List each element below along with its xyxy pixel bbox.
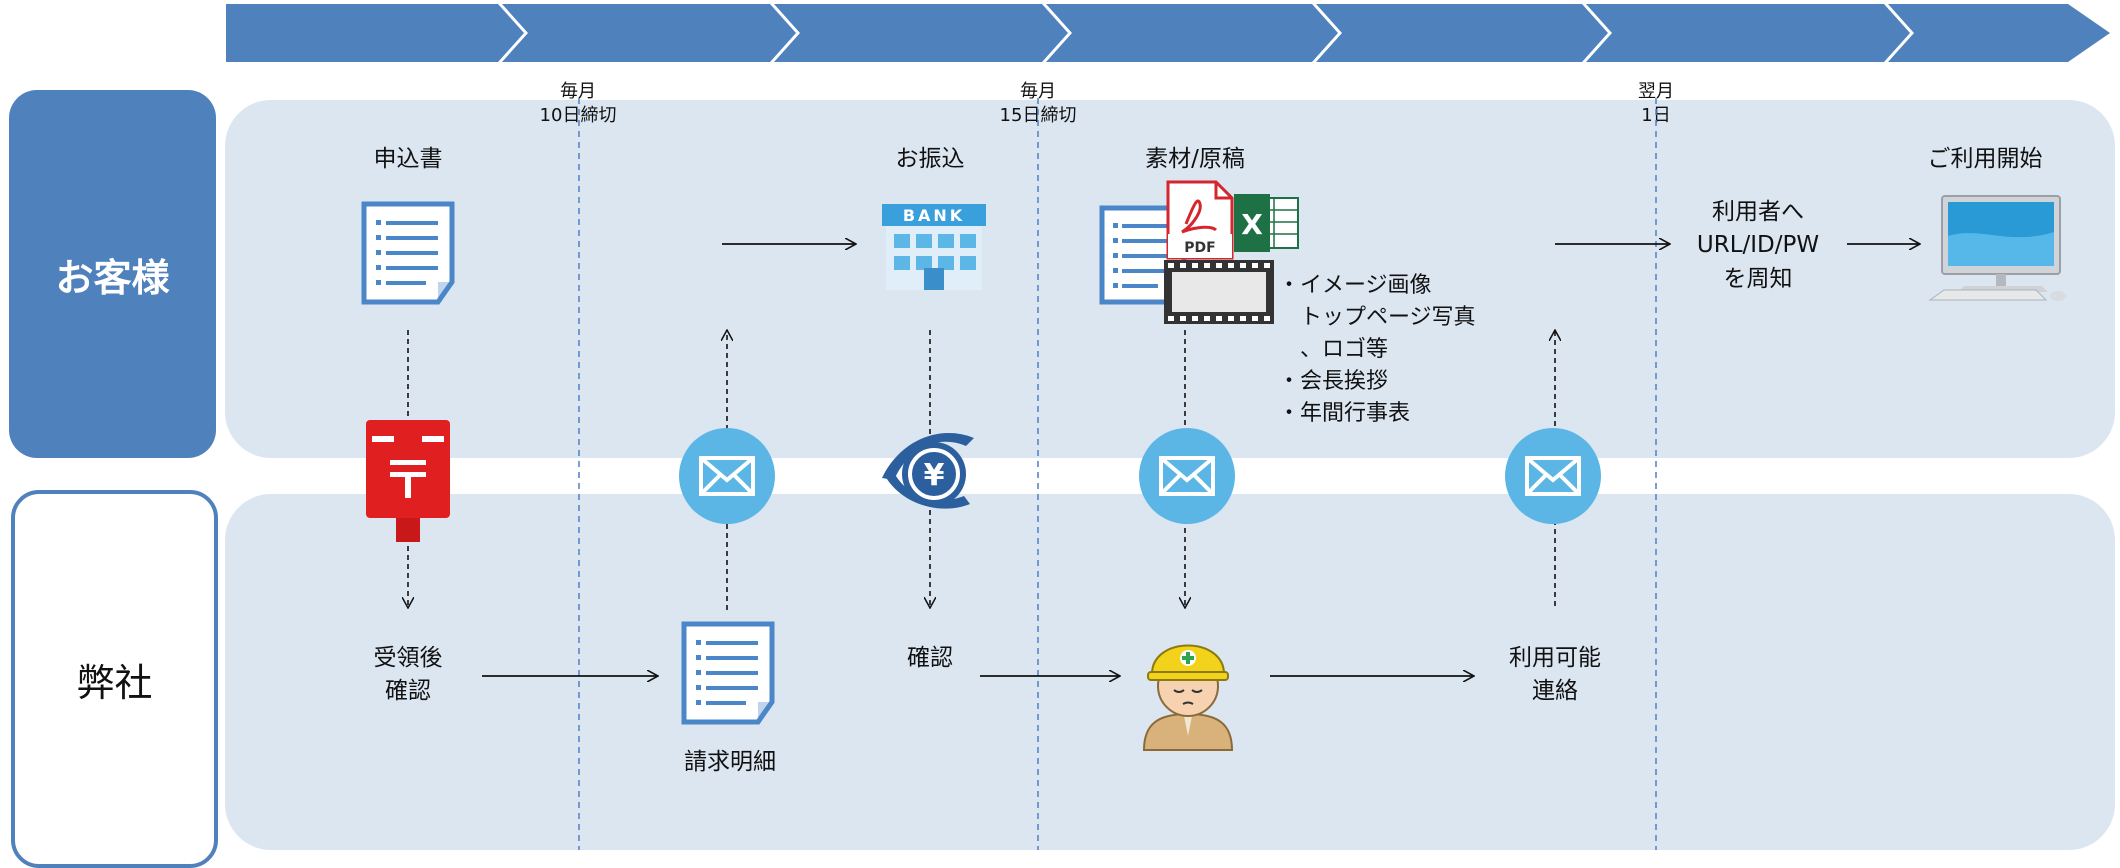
materials-item-4: ・会長挨拶	[1278, 368, 1389, 394]
flow-diagram: BANK	[361, 98, 2066, 850]
mail-icon-2	[1139, 428, 1235, 524]
notify-users-label: 利用者へ URL/ID/PW を周知	[1668, 196, 1848, 296]
film-strip-icon	[1164, 260, 1274, 324]
invoice-document-icon	[681, 621, 775, 725]
materials-list: ・イメージ画像 トップページ写真 、ロゴ等 ・会長挨拶 ・年間行事表	[1278, 270, 1476, 429]
chevron-4	[1046, 4, 1338, 62]
chevron-6	[1586, 4, 1910, 62]
worker-bowing-icon	[1142, 644, 1234, 751]
chevron-5	[1316, 4, 1608, 62]
company-lane-label: 弊社	[11, 490, 218, 868]
materials-item-2: トップページ写真	[1278, 304, 1476, 330]
application-document-icon	[361, 201, 455, 305]
confirm-label: 確認	[907, 645, 953, 671]
deadline-10th: 毎月 10日締切	[528, 80, 628, 129]
bank-icon-text: BANK	[903, 206, 965, 225]
materials-item-1: ・イメージ画像	[1278, 273, 1432, 298]
company-lane-text: 弊社	[76, 660, 153, 705]
receipt-confirm-label: 受領後 確認	[348, 642, 468, 709]
deadline-15th: 毎月 15日締切	[988, 80, 1088, 129]
receipt-line1: 受領後	[373, 645, 443, 671]
process-chevron-bar	[226, 4, 2110, 62]
notify-line1: 利用者へ	[1712, 199, 1804, 225]
materials-label: 素材/原稿	[1145, 146, 1245, 172]
receipt-line2: 確認	[385, 678, 431, 705]
invoice-label: 請求明細	[684, 749, 776, 775]
customer-lane-text: お客様	[55, 255, 170, 300]
pdf-icon-text: PDF	[1184, 240, 1215, 256]
excel-icon-text: X	[1241, 208, 1263, 241]
notify-line3: を周知	[1723, 265, 1793, 292]
start-label: ご利用開始	[1927, 146, 2043, 172]
pc-monitor-icon	[1928, 195, 2066, 301]
pdf-file-icon: PDF	[1166, 180, 1234, 260]
bank-icon: BANK	[882, 204, 986, 290]
chevron-3	[774, 4, 1068, 62]
yen-payment-icon: ¥	[882, 432, 974, 509]
notify-line2: URL/ID/PW	[1696, 232, 1820, 259]
deadline-next-month-line1: 翌月	[1638, 81, 1674, 102]
materials-item-5: ・年間行事表	[1278, 400, 1411, 426]
excel-file-icon: X	[1234, 194, 1299, 252]
deadline-10th-line1: 毎月	[560, 81, 596, 102]
deadline-next-month: 翌月 1日	[1606, 80, 1706, 129]
materials-item-3: 、ロゴ等	[1278, 336, 1389, 362]
deadline-10th-line2: 10日締切	[539, 105, 617, 127]
chevron-7	[1888, 4, 2110, 62]
mail-icon-3	[1505, 428, 1601, 524]
transfer-label: お振込	[895, 146, 965, 172]
chevron-2	[502, 4, 796, 62]
yen-icon-text: ¥	[924, 458, 945, 493]
available-line2: 連絡	[1532, 678, 1578, 705]
available-notice-label: 利用可能 連絡	[1480, 642, 1630, 709]
deadline-15th-line2: 15日締切	[999, 105, 1077, 127]
postbox-icon	[366, 420, 450, 542]
chevron-1	[226, 4, 524, 62]
deadline-15th-line1: 毎月	[1020, 81, 1056, 102]
deadline-next-month-line2: 1日	[1641, 105, 1671, 127]
mail-icon-1	[679, 428, 775, 524]
customer-lane-label: お客様	[9, 90, 216, 458]
application-label: 申込書	[373, 146, 443, 172]
available-line1: 利用可能	[1509, 645, 1601, 671]
